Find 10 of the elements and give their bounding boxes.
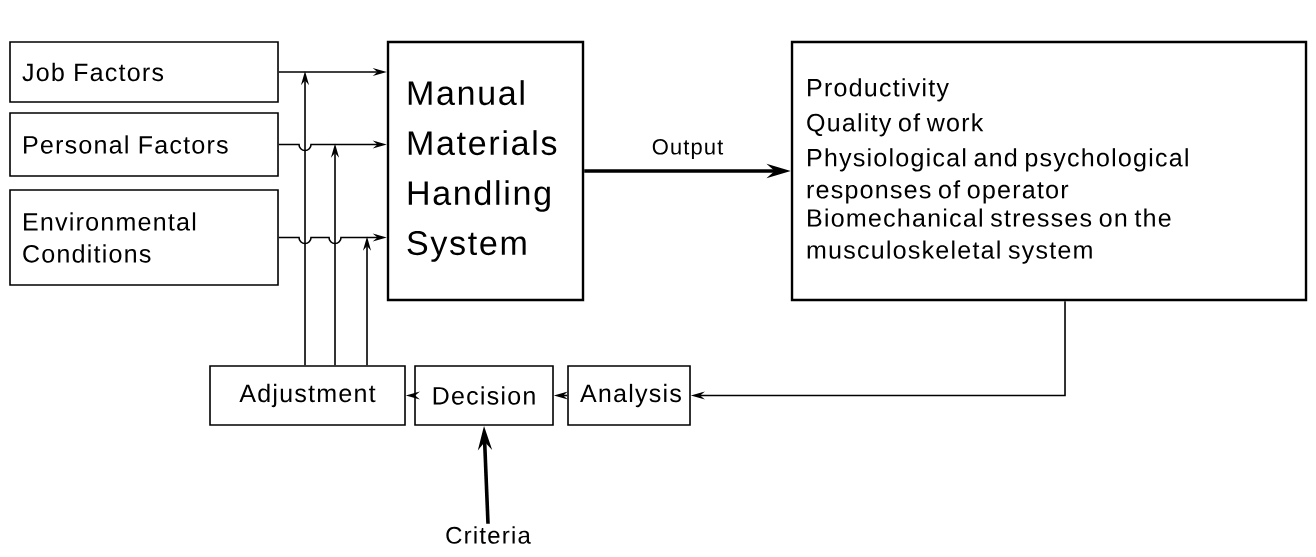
system-box: Manual Materials Handling System bbox=[386, 40, 585, 302]
output-box: Productivity Quality of work Physiological and psychological responses of operator Biomechanical stresses on the musculoskeletal system bbox=[790, 40, 1308, 302]
edge-label: Output bbox=[649, 137, 726, 161]
process-box: Analysis bbox=[567, 365, 691, 426]
process-box: Personal Factors bbox=[9, 112, 279, 177]
process-box: Job Factors bbox=[9, 41, 279, 103]
process-box: Decision bbox=[414, 365, 554, 426]
process-box: Adjustment bbox=[209, 365, 406, 426]
criteria-label: Criteria bbox=[446, 526, 531, 544]
process-box: Environmental Conditions bbox=[9, 189, 279, 286]
